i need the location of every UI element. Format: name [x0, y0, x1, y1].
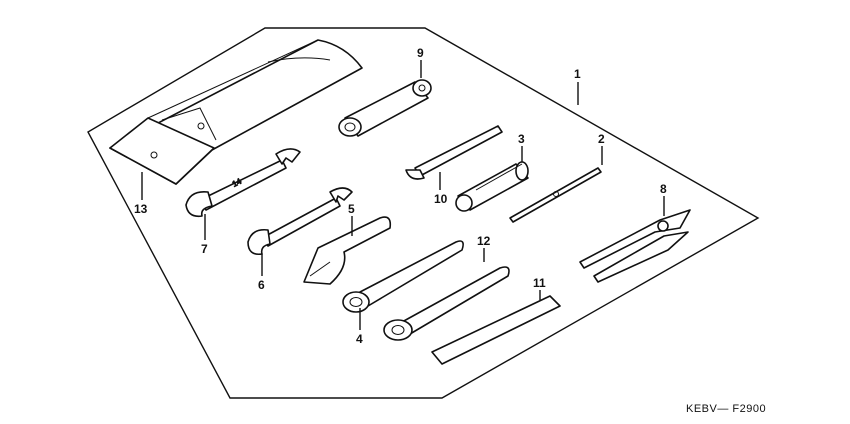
callout-1: 1: [574, 67, 581, 81]
pin-spanner: [405, 125, 503, 180]
box-spanner: [338, 79, 432, 137]
handle-bar: [431, 295, 561, 365]
callout-11: 11: [533, 276, 546, 290]
ring-spanner: [342, 240, 464, 313]
callout-2: 2: [598, 132, 605, 146]
tool-bag: [109, 39, 363, 185]
drawing-code: KEBV— F2900: [686, 403, 766, 415]
callout-3: 3: [518, 132, 525, 146]
screwdriver-blade: [509, 167, 602, 223]
callout-13: 13: [134, 202, 148, 216]
ring-spanner-2: [383, 266, 510, 341]
callout-10: 10: [434, 192, 448, 206]
callout-6: 6: [258, 278, 265, 292]
callout-12: 12: [477, 234, 491, 248]
kit-boundary: [87, 27, 760, 399]
hook-spanner: [303, 216, 392, 285]
leader-lines: [141, 60, 665, 330]
open-end-wrench-small: [247, 187, 353, 256]
callout-7: 7: [201, 242, 208, 256]
callout-5: 5: [348, 202, 355, 216]
callout-8: 8: [660, 182, 667, 196]
screwdriver-handle: [455, 161, 529, 212]
callout-9: 9: [417, 46, 424, 60]
pliers: [579, 209, 691, 283]
open-end-wrench-large: 14: [185, 148, 301, 218]
callout-4: 4: [356, 332, 363, 346]
